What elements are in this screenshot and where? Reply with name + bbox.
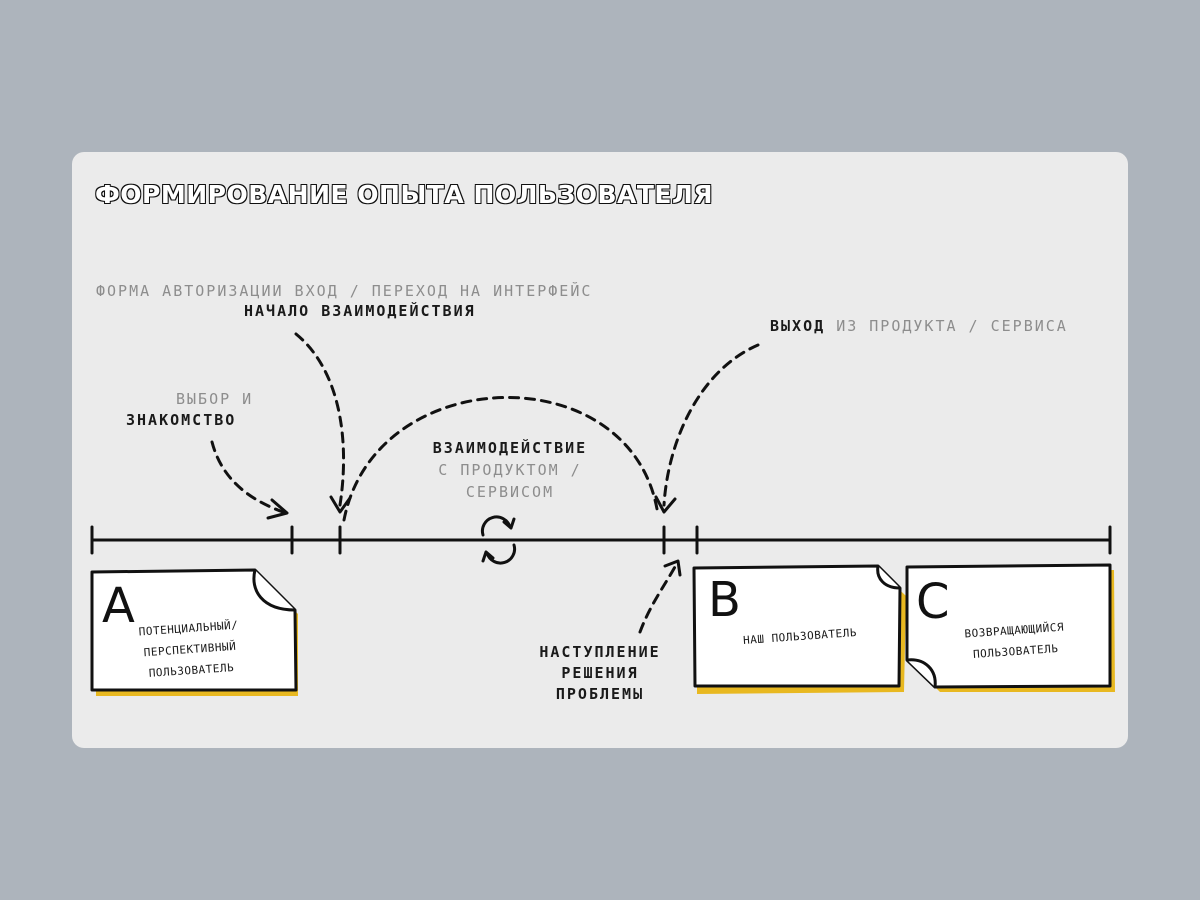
note-c-letter: C	[916, 574, 950, 630]
diagram-title: ФОРМИРОВАНИЕ ОПЫТА ПОЛЬЗОВАТЕЛЯ	[94, 179, 714, 210]
arrowhead-exit	[654, 495, 677, 514]
label-interaction-line1: ВЗАИМОДЕЙСТВИЕ	[432, 439, 588, 457]
label-choice-line1: ВЫБОР И	[176, 390, 254, 408]
label-auth-form: ФОРМА АВТОРИЗАЦИИ ВХОД / ПЕРЕХОД НА ИНТЕ…	[96, 282, 593, 300]
arrow-choice	[210, 440, 285, 514]
label-solution-line3: ПРОБЛЕМЫ	[555, 685, 645, 703]
label-choice-line2: ЗНАКОМСТВО	[126, 411, 237, 429]
note-b	[692, 564, 906, 694]
label-solution-line1: НАСТУПЛЕНИЕ	[539, 643, 661, 661]
label-solution-line2: РЕШЕНИЯ	[561, 664, 639, 682]
cycle-icon	[480, 515, 517, 565]
note-c	[905, 563, 1115, 692]
arrowhead-choice	[266, 498, 289, 520]
arrow-interaction-arc	[342, 396, 660, 522]
label-exit-rest: ИЗ ПРОДУКТА / СЕРВИСА	[836, 317, 1068, 335]
timeline	[90, 525, 1112, 555]
note-a-highlight	[269, 659, 291, 677]
note-a-letter: A	[102, 578, 135, 634]
arrow-exit	[662, 343, 760, 507]
label-interaction-line2: С ПРОДУКТОМ /	[438, 461, 582, 479]
label-interaction-line3: СЕРВИСОМ	[465, 483, 555, 501]
note-c-highlight	[1081, 647, 1103, 666]
arrow-start-interaction	[294, 332, 346, 507]
arrow-solution	[638, 563, 678, 634]
label-start-interaction: НАЧАЛО ВЗАИМОДЕЙСТВИЯ	[244, 302, 476, 320]
note-a	[90, 568, 298, 696]
label-exit: ВЫХОД ИЗ ПРОДУКТА / СЕРВИСА	[770, 316, 1068, 337]
note-a-text: ПОТЕНЦИАЛЬНЫЙ/ ПЕРСПЕКТИВНЫЙ ПОЛЬЗОВАТЕЛ…	[118, 613, 262, 686]
label-exit-bold: ВЫХОД	[770, 317, 826, 335]
note-b-highlight	[865, 647, 887, 666]
note-b-letter: B	[708, 572, 741, 628]
arrowhead-solution	[663, 559, 682, 577]
arrowhead-start-interaction	[329, 495, 352, 514]
